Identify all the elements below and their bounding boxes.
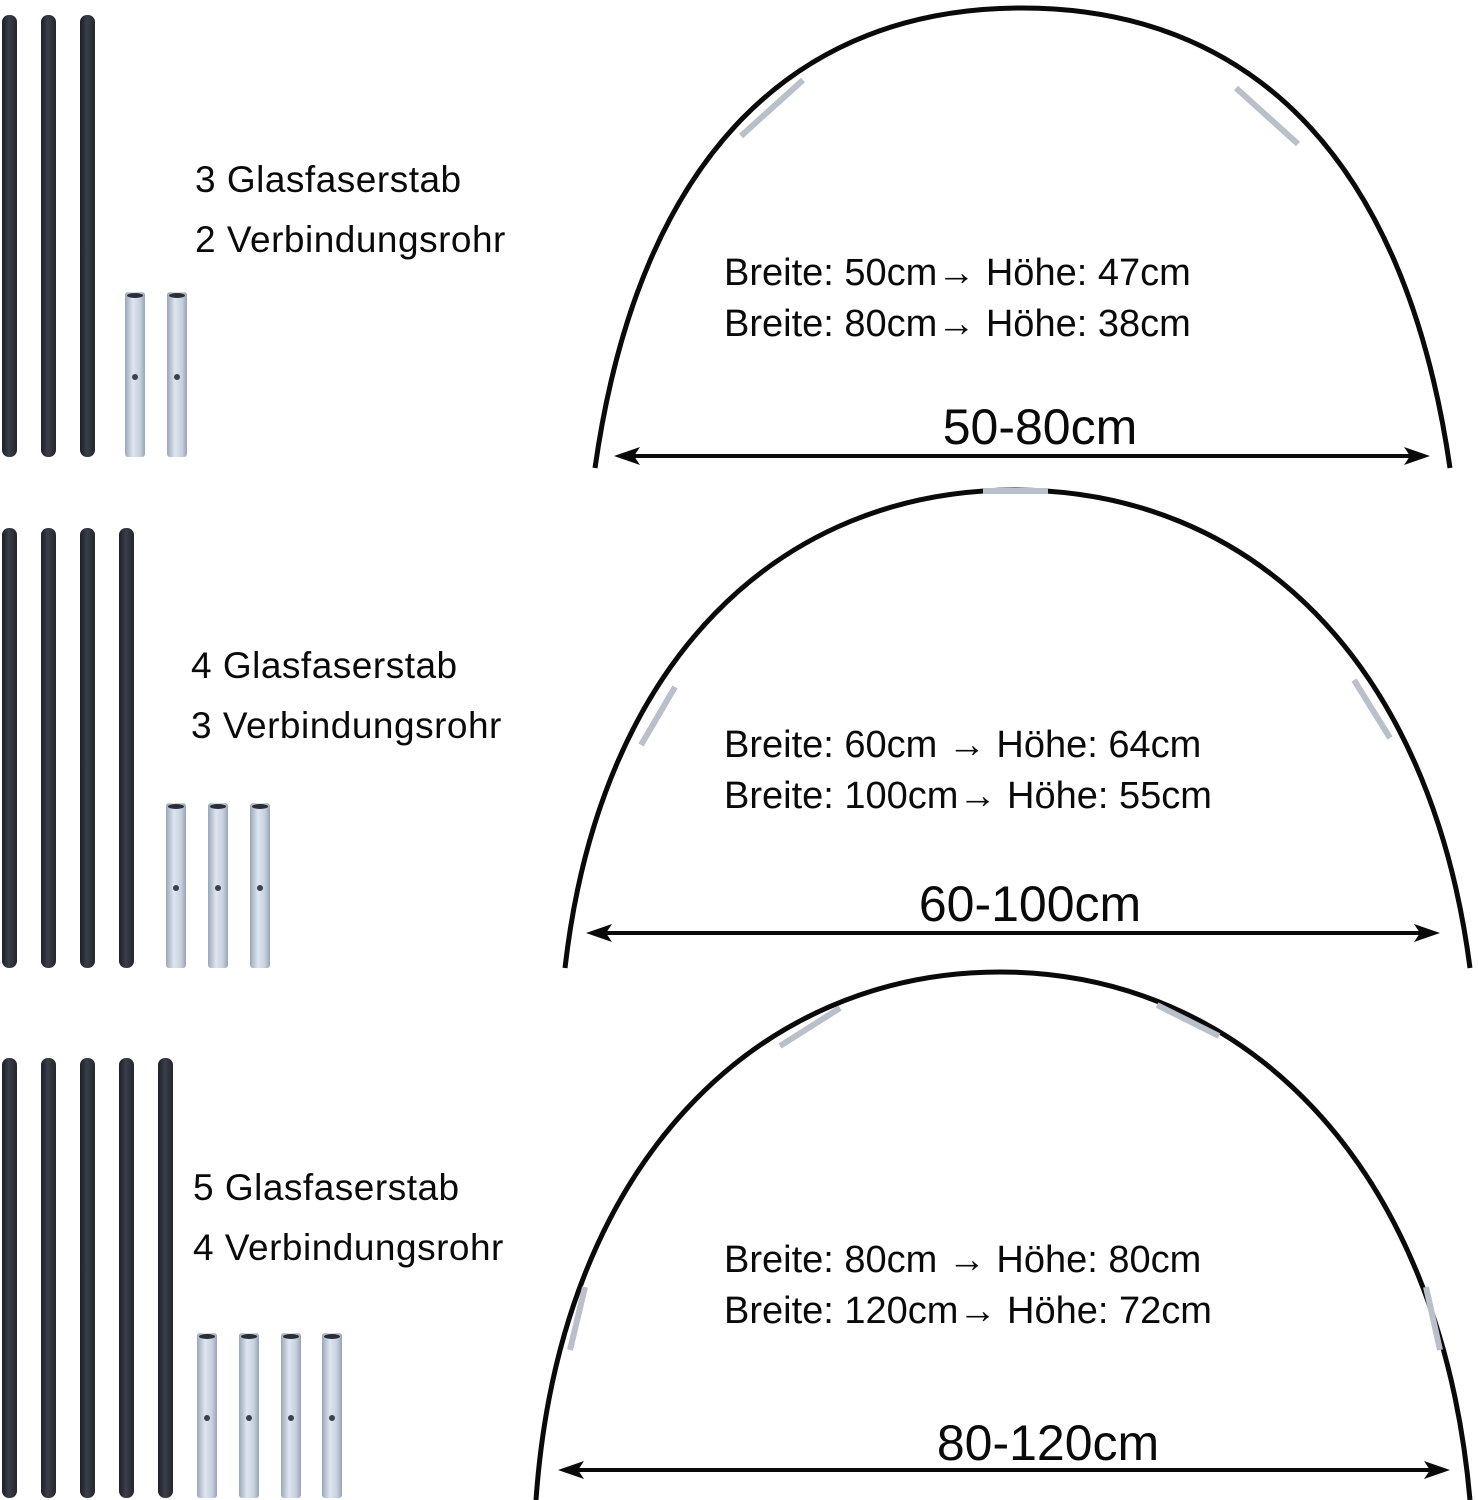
dimension-list: Breite: 80cm → Höhe: 80cm Breite: 120cm→… (724, 1235, 1212, 1337)
connector-tube (239, 1333, 259, 1498)
fiberglass-rod (41, 1058, 56, 1498)
kit-row-2: 4 Glasfaserstab 3 Verbindungsrohr Breite… (0, 480, 1478, 970)
width-range-label: 60-100cm (918, 876, 1142, 932)
fiberglass-rod (158, 1058, 173, 1498)
fiberglass-rod (41, 15, 56, 457)
connector-tube (167, 292, 187, 457)
connector-tube (166, 803, 186, 968)
arch-diagram (562, 487, 1473, 969)
fiberglass-rod (80, 15, 95, 457)
kit-contents: 5 Glasfaserstab 4 Verbindungsrohr (193, 1158, 504, 1278)
arrow-left-icon (614, 447, 640, 465)
fiberglass-rod (41, 528, 56, 968)
width-range-label: 50-80cm (942, 399, 1138, 455)
arrow-right-icon (1414, 924, 1440, 942)
arrow-left-icon (558, 1461, 584, 1479)
connector-tube (208, 803, 228, 968)
rod-count-label: 4 Glasfaserstab (191, 645, 458, 686)
kit-row-3: 5 Glasfaserstab 4 Verbindungsrohr Breite… (0, 960, 1478, 1500)
dimension-line: Breite: 60cm → Höhe: 64cm (724, 724, 1202, 766)
dimension-line: Breite: 80cm→ Höhe: 38cm (724, 303, 1191, 345)
fiberglass-rod (80, 528, 95, 968)
connector-tube (197, 1333, 217, 1498)
rod-count-label: 5 Glasfaserstab (193, 1167, 460, 1208)
fiberglass-rod (119, 1058, 134, 1498)
fiberglass-rod (2, 1058, 17, 1498)
dimension-line: Breite: 50cm→ Höhe: 47cm (724, 252, 1191, 294)
dimension-list: Breite: 50cm→ Höhe: 47cm Breite: 80cm→ H… (724, 248, 1191, 350)
connector-tube (281, 1333, 301, 1498)
connector-count-label: 4 Verbindungsrohr (193, 1227, 504, 1268)
connector-tube (322, 1333, 342, 1498)
fiberglass-rod (119, 528, 134, 968)
rod-count-label: 3 Glasfaserstab (195, 159, 462, 200)
width-range-label: 80-120cm (936, 1415, 1160, 1471)
arch-diagram (592, 5, 1453, 469)
connector-count-label: 2 Verbindungsrohr (195, 219, 506, 260)
dimension-line: Breite: 120cm→ Höhe: 72cm (724, 1290, 1212, 1332)
kit-row-1: 3 Glasfaserstab 2 Verbindungsrohr Breite… (0, 0, 1478, 470)
connector-count-label: 3 Verbindungsrohr (191, 705, 502, 746)
fiberglass-rod (2, 528, 17, 968)
connector-tube (125, 292, 145, 457)
dimension-list: Breite: 60cm → Höhe: 64cm Breite: 100cm→… (724, 720, 1212, 822)
connector-tube (250, 803, 270, 968)
arrow-left-icon (586, 924, 612, 942)
dimension-line: Breite: 80cm → Höhe: 80cm (724, 1239, 1202, 1281)
arrow-right-icon (1424, 1461, 1450, 1479)
arrow-right-icon (1404, 447, 1430, 465)
arch-diagram (533, 969, 1473, 1500)
kit-contents: 4 Glasfaserstab 3 Verbindungsrohr (191, 636, 502, 756)
fiberglass-rod (80, 1058, 95, 1498)
dimension-line: Breite: 100cm→ Höhe: 55cm (724, 775, 1212, 817)
fiberglass-rod (2, 15, 17, 457)
kit-contents: 3 Glasfaserstab 2 Verbindungsrohr (195, 150, 506, 270)
